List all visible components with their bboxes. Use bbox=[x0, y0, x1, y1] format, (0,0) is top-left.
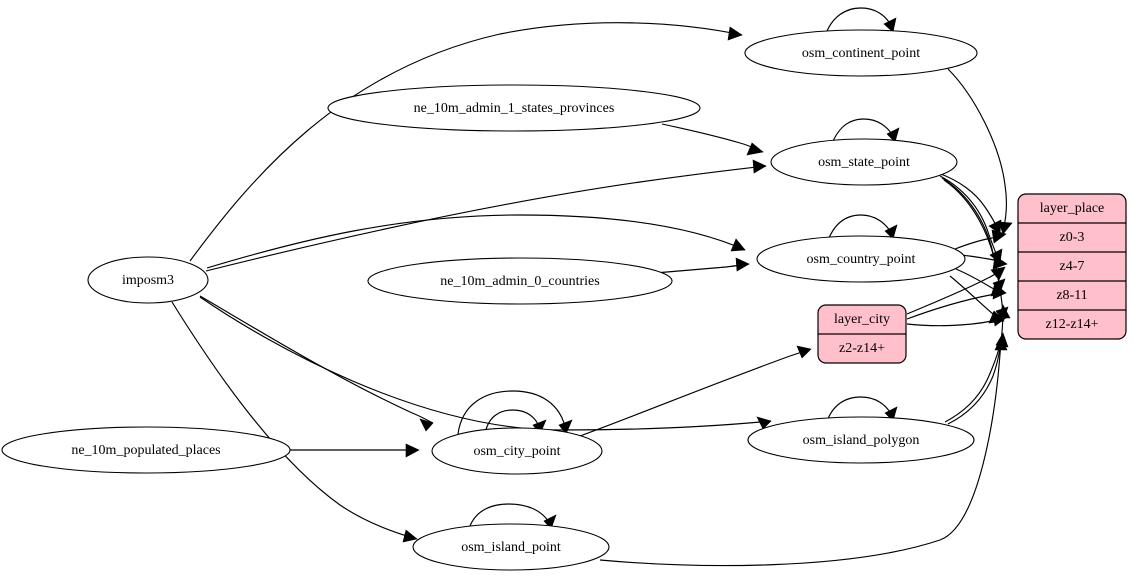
node-osm_country_point-label: osm_country_point bbox=[807, 252, 916, 267]
node-imposm3[interactable]: imposm3 bbox=[87, 256, 209, 304]
edge-imposm3-to-osm_continent_point bbox=[189, 22, 743, 262]
record-layer_place-row-z0-3: z0-3 bbox=[1060, 230, 1085, 245]
edge-imposm3-to-osm_island_point bbox=[171, 301, 418, 543]
node-osm_city_point[interactable]: osm_city_point bbox=[431, 427, 603, 475]
record-layer_city[interactable]: layer_city z2-z14+ bbox=[817, 304, 907, 364]
node-imposm3-label: imposm3 bbox=[122, 273, 174, 288]
edge-osm_island_polygon-to-layer_place-z8-11 bbox=[947, 304, 1011, 425]
edge-osm_continent_point-to-layer_place-z0-3 bbox=[947, 68, 1013, 235]
node-ne_10m_admin_1_states_provinces[interactable]: ne_10m_admin_1_states_provinces bbox=[327, 84, 701, 132]
edge-ne_admin1-to-osm_state_point bbox=[661, 123, 764, 156]
node-osm_island_polygon[interactable]: osm_island_polygon bbox=[747, 416, 975, 464]
node-osm_continent_point-label: osm_continent_point bbox=[802, 46, 920, 61]
edge-osm_country_point-to-layer_place-z4-7 bbox=[959, 254, 1008, 270]
node-osm_island_polygon-label: osm_island_polygon bbox=[803, 433, 920, 448]
node-ne_10m_populated_places[interactable]: ne_10m_populated_places bbox=[1, 426, 291, 474]
self-loop-osm_city_point-outer bbox=[457, 390, 573, 435]
edge-ne_admin0-to-osm_country_point bbox=[654, 257, 750, 274]
record-layer_place-row-title: layer_place bbox=[1040, 201, 1105, 216]
node-ne_admin0-label: ne_10m_admin_0_countries bbox=[440, 274, 599, 289]
self-loop-osm_state_point bbox=[830, 118, 900, 147]
edge-imposm3-to-osm_city_point bbox=[199, 295, 434, 432]
node-ne_10m_admin_0_countries[interactable]: ne_10m_admin_0_countries bbox=[367, 257, 673, 305]
node-osm_city_point-label: osm_city_point bbox=[473, 444, 560, 459]
node-ne_populated-label: ne_10m_populated_places bbox=[71, 443, 220, 458]
node-layer: imposm3 ne_10m_admin_1_states_provinces … bbox=[1, 29, 978, 571]
record-layer_place-row-z8-11: z8-11 bbox=[1056, 288, 1087, 303]
edge-imposm3-to-osm_island_polygon bbox=[199, 296, 772, 431]
node-osm_state_point-label: osm_state_point bbox=[818, 155, 910, 170]
edge-osm_state_point-to-layer_place-z0-3 bbox=[937, 172, 1002, 235]
node-osm_state_point[interactable]: osm_state_point bbox=[770, 138, 958, 186]
edge-layer_city-to-layer_place-z8-11 bbox=[906, 285, 1007, 320]
node-osm_continent_point[interactable]: osm_continent_point bbox=[744, 29, 978, 77]
record-layer_city-row-title: layer_city bbox=[834, 312, 890, 327]
edge-osm_country_point-to-layer_place-z0-3 bbox=[954, 229, 1007, 250]
record-layer_city-row-z2-z14: z2-z14+ bbox=[839, 341, 885, 356]
self-loop-osm_continent_point bbox=[824, 7, 897, 37]
record-layer_place-row-z4-7: z4-7 bbox=[1060, 259, 1085, 274]
self-loop-osm_island_point bbox=[467, 503, 557, 533]
edge-layer_city-to-layer_place-z4-7 bbox=[906, 266, 1006, 315]
self-loop-osm_country_point bbox=[826, 214, 898, 244]
edge-imposm3-to-osm_state_point bbox=[205, 159, 767, 272]
record-layer_place[interactable]: layer_place z0-3 z4-7 z8-11 z12-z14+ bbox=[1017, 193, 1127, 340]
node-osm_island_point[interactable]: osm_island_point bbox=[412, 523, 610, 571]
node-osm_country_point[interactable]: osm_country_point bbox=[756, 235, 966, 283]
edge-osm_island_point-to-layer_place-z12-z14+ bbox=[599, 336, 1008, 567]
edge-ne_populated-to-osm_city_point bbox=[290, 443, 420, 458]
node-osm_island_point-label: osm_island_point bbox=[461, 540, 561, 555]
node-ne_admin1-label: ne_10m_admin_1_states_provinces bbox=[414, 101, 615, 116]
record-layer: layer_city z2-z14+ layer_place z0-3 z4-7… bbox=[817, 193, 1127, 364]
record-layer_place-row-z12-z14: z12-z14+ bbox=[1046, 317, 1099, 332]
edge-imposm3-to-osm_country_point bbox=[206, 214, 746, 269]
edge-osm_city_point-to-layer_city bbox=[579, 345, 812, 437]
